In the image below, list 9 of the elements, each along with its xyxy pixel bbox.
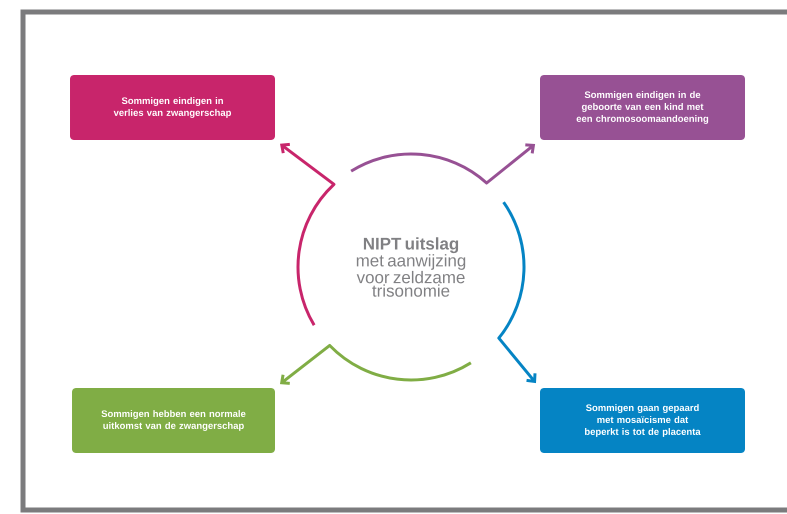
curved-arrow	[280, 142, 336, 326]
outcome-box: Sommigen eindigen in verlies van zwangerschap	[70, 75, 275, 140]
outcome-box: Sommigen eindigen in de geboorte van een kind met een chromosoomaandoening	[540, 75, 745, 140]
curved-arrow	[280, 344, 472, 385]
curved-arrow	[350, 143, 536, 185]
outcome-box: Sommigen hebben een normale uitkomst van de zwangerschap	[72, 388, 275, 453]
outcome-box: Sommigen gaan gepaard met mosaïcisme dat beperkt is tot de placenta	[540, 388, 745, 453]
result-text: NIPT uitslag met aanwijzing voor zeldzame trisonomie	[356, 237, 466, 297]
curved-arrow	[497, 201, 536, 384]
